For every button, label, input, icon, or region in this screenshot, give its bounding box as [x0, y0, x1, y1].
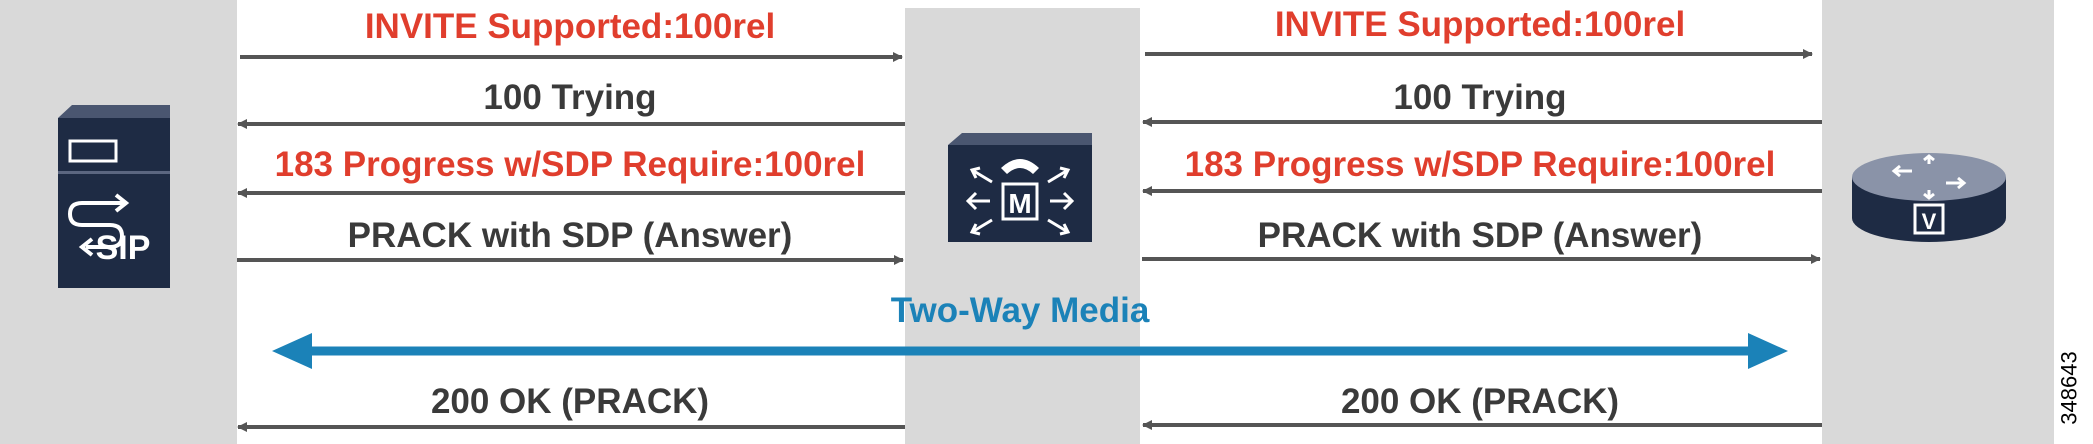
sip-icon-label: SIP	[96, 229, 151, 267]
two-way-media-label: Two-Way Media	[890, 291, 1150, 330]
router-icon-label: V	[1922, 209, 1937, 234]
figure-id-text: 348643	[2057, 351, 2083, 425]
left-msg-1: INVITE Supported:100rel	[364, 7, 776, 46]
voice-router-icon: V	[1852, 153, 2006, 242]
sip-trunk-icon: SIP	[58, 105, 170, 288]
two-way-media-arrow	[272, 333, 1788, 369]
left-msg-5: 200 OK (PRACK)	[430, 382, 710, 421]
figure-id: 348643	[2045, 348, 2093, 428]
mtp-icon-label: M	[1008, 188, 1031, 219]
right-msg-1: INVITE Supported:100rel	[1274, 5, 1686, 44]
right-msg-4: PRACK with SDP (Answer)	[1257, 216, 1703, 255]
right-msg-5: 200 OK (PRACK)	[1340, 382, 1620, 421]
left-msg-3: 183 Progress w/SDP Require:100rel	[274, 145, 866, 184]
left-msg-4: PRACK with SDP (Answer)	[347, 216, 793, 255]
left-msg-2: 100 Trying	[483, 78, 657, 117]
right-msg-2: 100 Trying	[1393, 78, 1567, 117]
right-msg-3: 183 Progress w/SDP Require:100rel	[1184, 145, 1776, 184]
media-termination-point-icon: M	[948, 133, 1092, 242]
